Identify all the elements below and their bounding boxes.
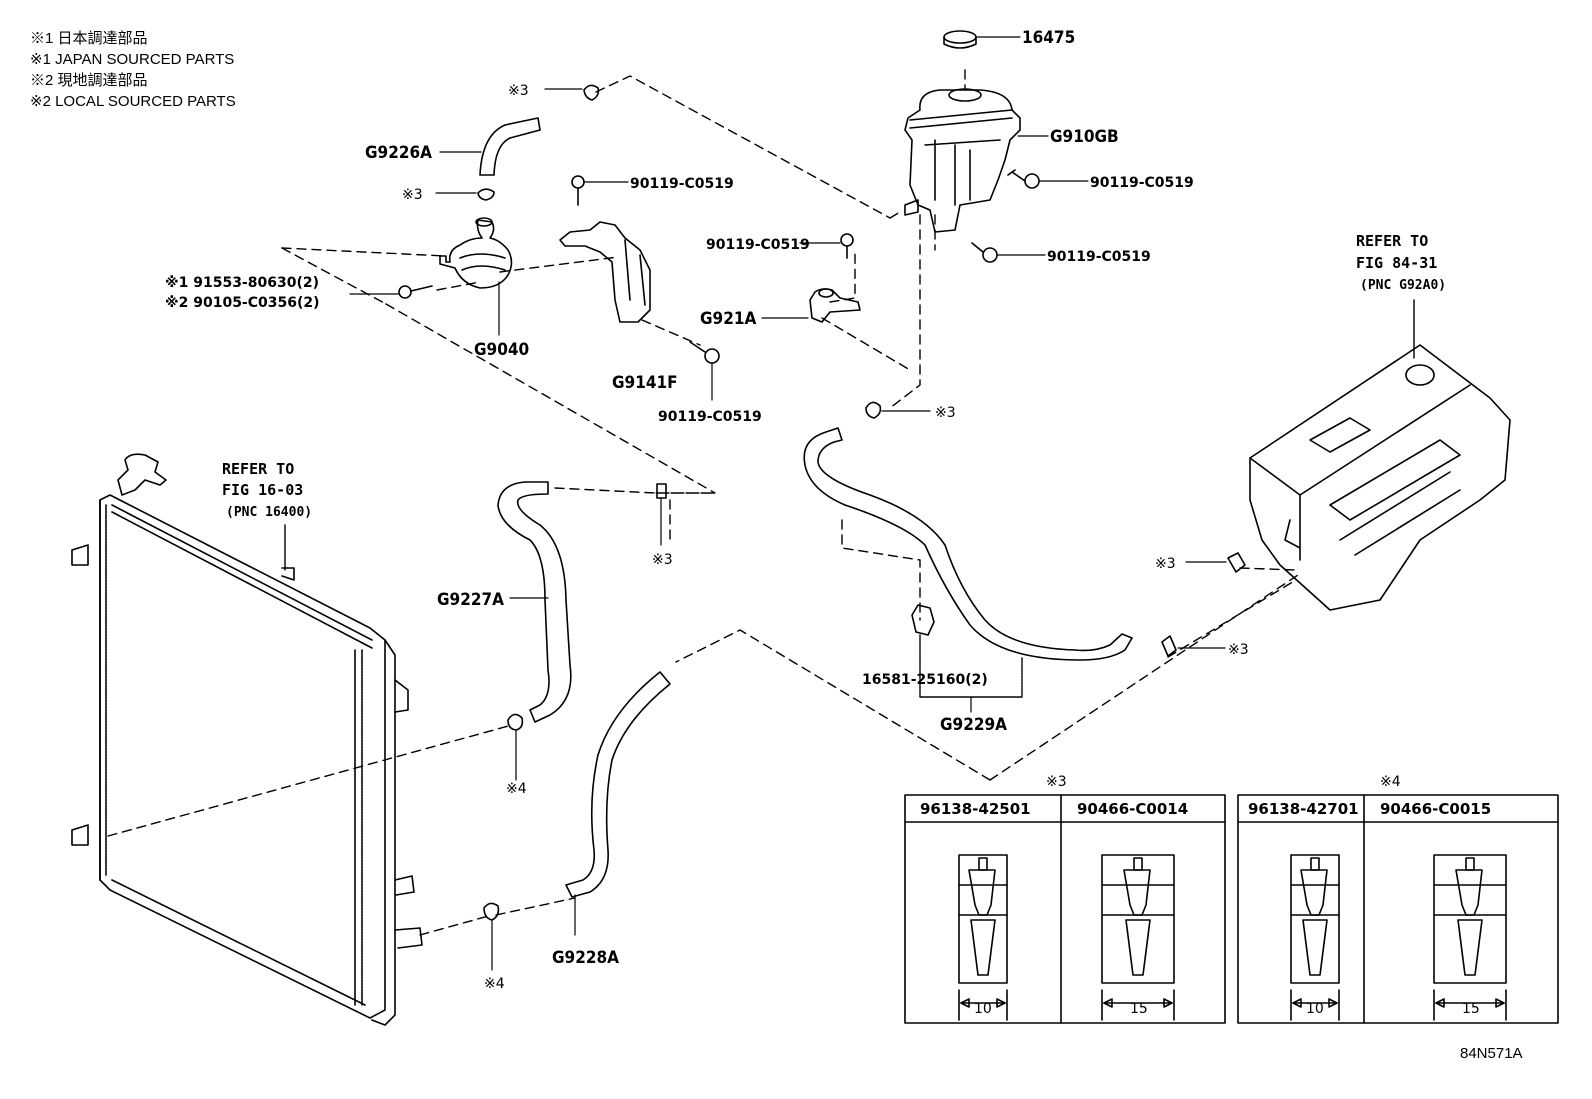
table-header-part: 96138-42501 xyxy=(920,800,1031,818)
part-label-bracket-small: G921A xyxy=(700,309,756,329)
hose-upper-icon xyxy=(479,117,541,176)
clip-illustration-icon xyxy=(958,854,1008,1021)
electric-water-pump-icon xyxy=(439,217,513,289)
clip-width-dim: 10 xyxy=(974,1001,992,1017)
ref-radiator-line3: (PNC 16400) xyxy=(226,505,312,520)
hose-clamp-icon xyxy=(1161,635,1177,657)
hose-mid-icon xyxy=(497,481,572,723)
part-label-hose-low: G9228A xyxy=(552,948,619,968)
note-marker-3: ※3 xyxy=(1155,556,1176,572)
hose-clamp-icon xyxy=(583,84,600,101)
part-label-pump: G9040 xyxy=(474,340,529,360)
clip-illustration-icon xyxy=(1290,854,1340,1021)
part-label-bolt: 90119-C0519 xyxy=(658,409,762,425)
table-header-part: 90466-C0014 xyxy=(1077,800,1188,818)
hose-clamp-icon xyxy=(507,713,524,731)
part-label-pump-bolt-local: ※2 90105-C0356(2) xyxy=(165,295,320,311)
bracket-small-icon xyxy=(809,288,861,323)
hose-low-icon xyxy=(565,671,671,898)
note-marker-3: ※3 xyxy=(935,405,956,421)
reservoir-cap-icon xyxy=(943,30,977,49)
bolt-icon xyxy=(571,175,585,206)
note-marker-4: ※4 xyxy=(506,781,527,797)
clip-illustration-icon xyxy=(1101,854,1175,1021)
hose-clamp-icon xyxy=(656,483,667,499)
part-label-bolt: 90119-C0519 xyxy=(706,237,810,253)
figure-id: 84N571A xyxy=(1460,1045,1523,1062)
note-marker-3: ※3 xyxy=(508,83,529,99)
bolt-icon xyxy=(840,233,854,259)
mounting-bracket-icon xyxy=(559,221,651,323)
clip-width-dim: 10 xyxy=(1306,1001,1324,1017)
ref-inverter-line3: (PNC G92A0) xyxy=(1360,278,1446,293)
bolt-icon xyxy=(971,242,998,263)
part-label-pump-bolt-japan: ※1 91553-80630(2) xyxy=(165,275,319,291)
clip-illustration-icon xyxy=(1433,854,1507,1021)
note-marker-3: ※3 xyxy=(1228,642,1249,658)
hose-clamp-icon xyxy=(477,188,495,201)
coolant-reservoir-icon xyxy=(904,88,1021,233)
legend: ※1 日本調達部品 ※1 JAPAN SOURCED PARTS ※2 現地調達… xyxy=(30,28,236,112)
table-header-part: 90466-C0015 xyxy=(1380,800,1491,818)
part-label-hose-upper: G9226A xyxy=(365,143,432,163)
table-note-4: ※4 xyxy=(1380,774,1401,790)
bolt-icon xyxy=(1007,169,1040,189)
part-label-bolt: 90119-C0519 xyxy=(1090,175,1194,191)
bolt-icon xyxy=(398,285,433,299)
hose-clamp-icon xyxy=(1227,552,1246,573)
part-label-reservoir: G910GB xyxy=(1050,127,1119,147)
inverter-assembly-icon xyxy=(1249,344,1511,611)
ref-radiator-line1: REFER TO xyxy=(222,460,294,478)
radiator-icon xyxy=(71,453,423,1026)
part-label-hose-long: G9229A xyxy=(940,715,1007,735)
note-marker-3: ※3 xyxy=(652,552,673,568)
part-label-hose-mid: G9227A xyxy=(437,590,504,610)
hose-clamp-icon xyxy=(865,401,882,419)
hose-long-icon xyxy=(803,427,1133,661)
ref-inverter-line1: REFER TO xyxy=(1356,232,1428,250)
clip-width-dim: 15 xyxy=(1130,1001,1148,1017)
hose-clamp-icon xyxy=(483,902,500,921)
table-note-3: ※3 xyxy=(1046,774,1067,790)
assembly-dashed-lines xyxy=(107,69,1299,936)
table-header-part: 96138-42701 xyxy=(1248,800,1359,818)
note-marker-3: ※3 xyxy=(402,187,423,203)
part-label-bracket: G9141F xyxy=(612,373,678,393)
part-label-cap: 16475 xyxy=(1022,28,1075,48)
part-label-clamp-clip: 16581-25160(2) xyxy=(862,672,988,688)
clip-table-4 xyxy=(1237,794,1559,1024)
clip-table-3 xyxy=(904,794,1226,1024)
legend-item: ※2 LOCAL SOURCED PARTS xyxy=(30,93,236,110)
part-label-bolt: 90119-C0519 xyxy=(1047,249,1151,265)
hose-clip-icon xyxy=(911,604,935,636)
ref-inverter-line2: FIG 84-31 xyxy=(1356,254,1437,272)
part-label-bolt: 90119-C0519 xyxy=(630,176,734,192)
legend-item: ※1 日本調達部品 xyxy=(30,30,148,47)
clip-width-dim: 15 xyxy=(1462,1001,1480,1017)
legend-item: ※1 JAPAN SOURCED PARTS xyxy=(30,51,235,68)
bolt-icon xyxy=(689,341,720,364)
note-marker-4: ※4 xyxy=(484,976,505,992)
legend-item: ※2 現地調達部品 xyxy=(30,72,148,89)
ref-radiator-line2: FIG 16-03 xyxy=(222,481,303,499)
